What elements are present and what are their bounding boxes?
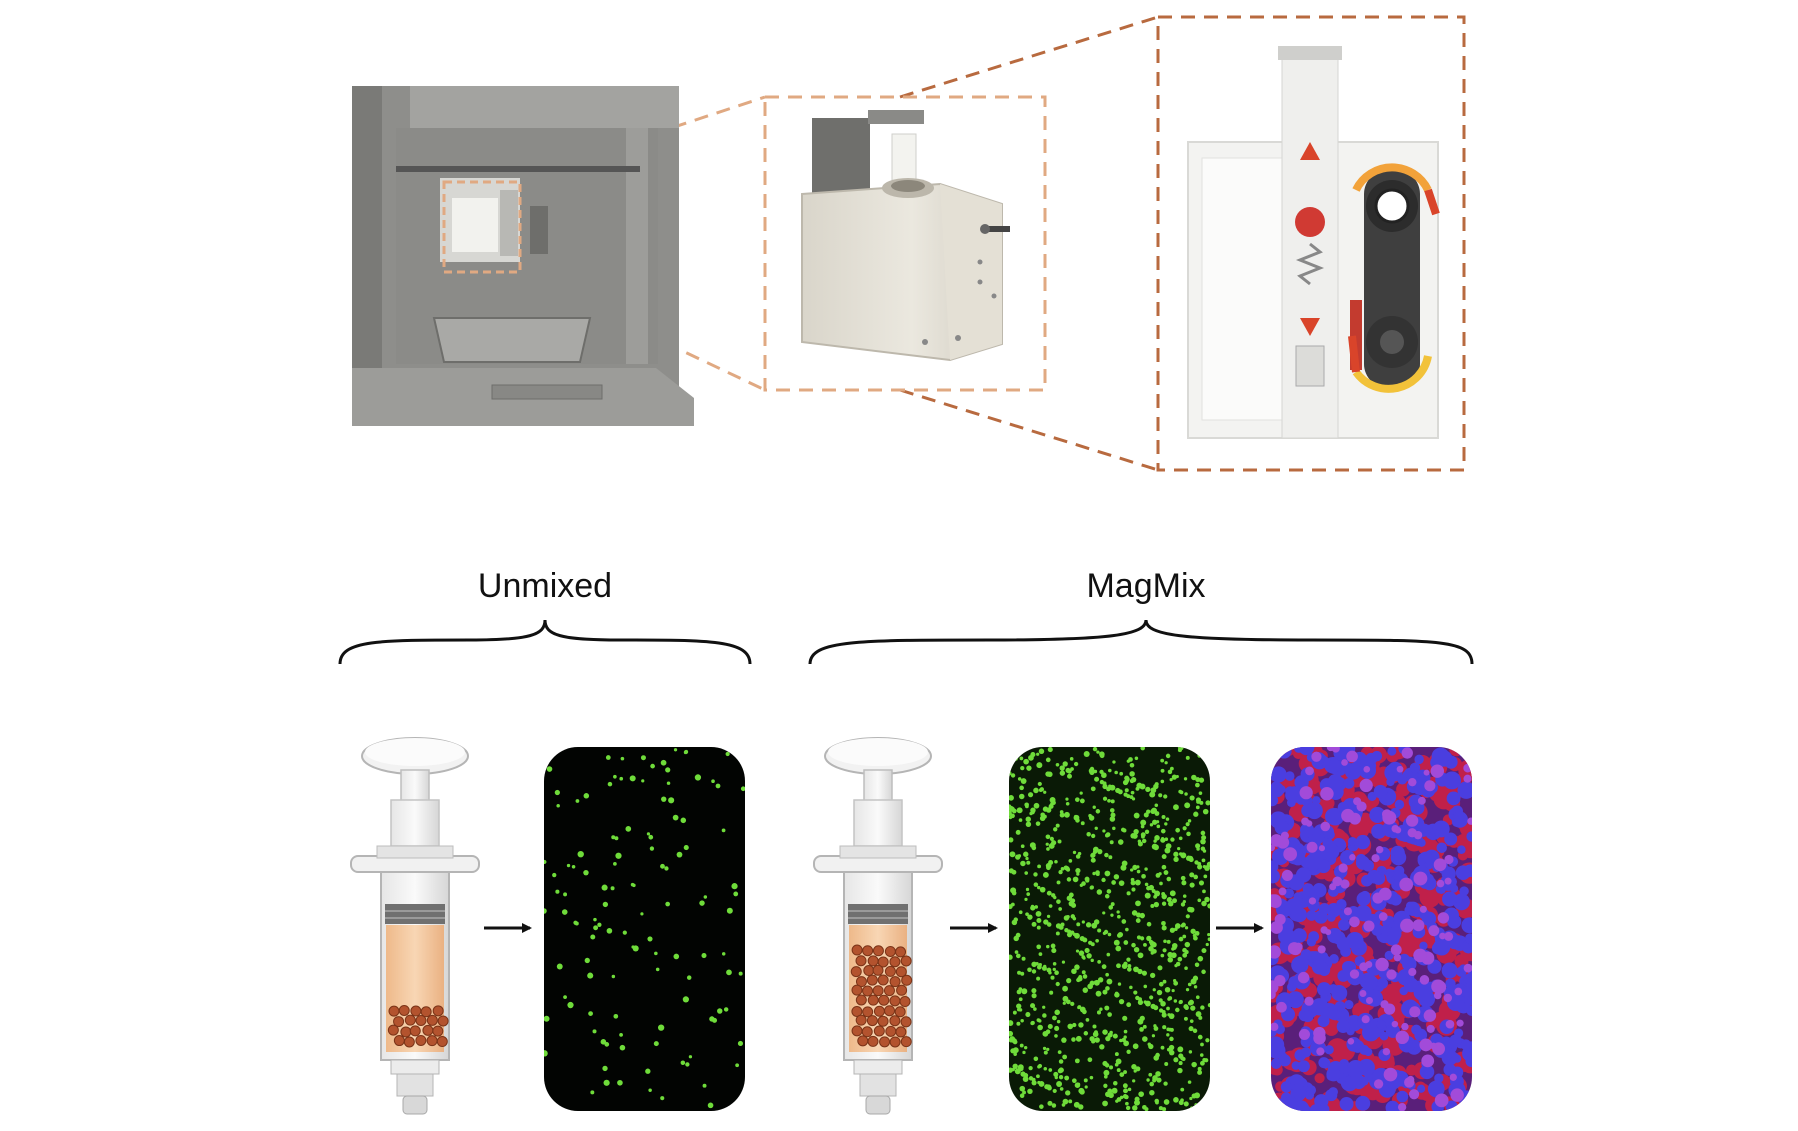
zoom-line-3 [899,15,1159,99]
syringe-unmixed-icon [350,737,480,1115]
zoom-line-4 [899,388,1159,472]
label-unmixed: Unmixed [477,567,613,605]
brace-unmixed [338,619,752,665]
microscopy-magmix [1009,747,1210,1111]
zoom-line-1 [519,95,766,180]
microscopy-unmixed [544,747,745,1111]
syringe-magmix-icon [813,737,943,1115]
zoom-lines [519,15,1159,472]
magnetic-mixing-mechanism [1156,15,1466,472]
mixing-module [763,95,1047,392]
microscopy-tissue [1271,747,1472,1111]
brace-magmix [808,619,1474,665]
label-magmix: MagMix [1086,567,1206,605]
bioprinter-enclosure [352,86,694,426]
